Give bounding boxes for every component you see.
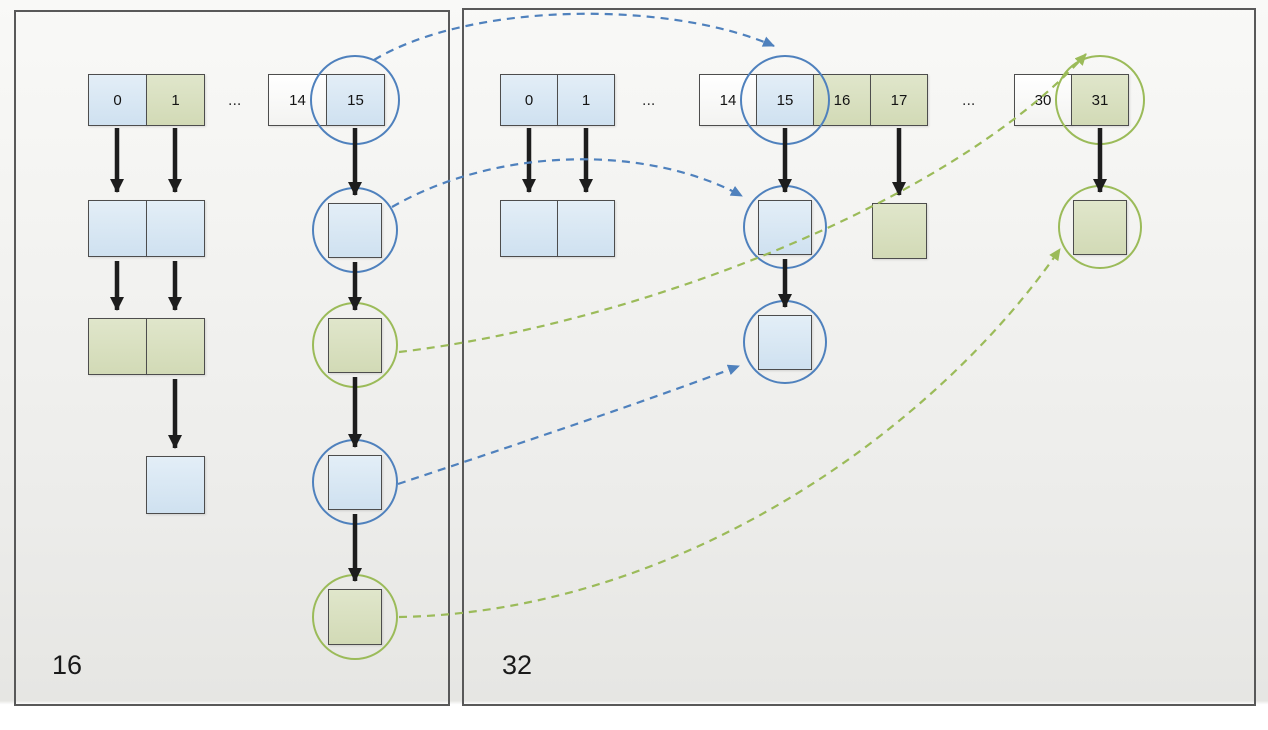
panel-32-size-label: 32 [502,650,533,680]
highlight-circle-bucket-31 [1055,55,1145,145]
highlight-circle-bucket-15r [740,55,830,145]
highlight-circle [743,185,827,269]
highlight-circle [312,187,398,273]
chain-node [146,200,205,257]
chain-node [88,318,147,375]
bucket-cell-right-0: 0 [500,74,558,126]
ellipsis: ... [962,92,976,109]
bucket-cell-right-1: 1 [557,74,615,126]
ellipsis: ... [642,92,656,109]
chain-node [500,200,558,257]
highlight-circle [312,574,398,660]
chain-node [557,200,615,257]
panel-16-size-label: 16 [52,650,83,680]
bucket-cell-left-1: 1 [146,74,205,126]
bucket-cell-left-0: 0 [88,74,147,126]
highlight-circle [743,300,827,384]
chain-node [872,203,927,259]
highlight-circle [1058,185,1142,269]
highlight-circle-bucket-15 [310,55,400,145]
highlight-circle [312,439,398,525]
chain-node [146,318,205,375]
chain-node [88,200,147,257]
bucket-cell-right-17: 17 [870,74,928,126]
chain-node [146,456,205,514]
ellipsis: ... [228,92,242,109]
highlight-circle [312,302,398,388]
